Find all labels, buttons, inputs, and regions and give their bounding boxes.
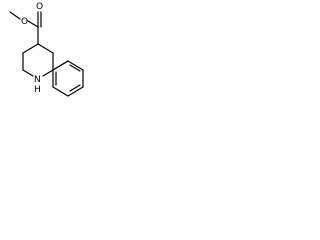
methyl-to-ester-oxygen-bond [9,11,21,20]
piperidine-bond-c4-c3 [37,43,54,54]
chemical-structure-diagram: O O N H [9,2,84,97]
ring-nitrogen-label: N [34,75,41,85]
piperidine-bond-n-c6 [22,69,34,77]
phenyl-bond-6 [52,60,69,71]
phenyl-inner-double-bond-1 [69,64,81,72]
phenyl-bond-4 [52,86,69,97]
ring-nitrogen-hydrogen-label: H [34,85,41,95]
piperidine-bond-c2-n [42,69,54,77]
phenyl-inner-double-bond-2 [69,84,81,92]
carbonyl-oxygen-label: O [36,2,43,12]
phenyl-bond-1 [67,60,84,71]
piperidine-bond-c5-c4 [22,43,39,54]
ester-oxygen-label: O [21,17,28,27]
ester-oxygen-to-carbonyl-bond [27,20,39,28]
phenyl-bond-3 [67,86,84,97]
